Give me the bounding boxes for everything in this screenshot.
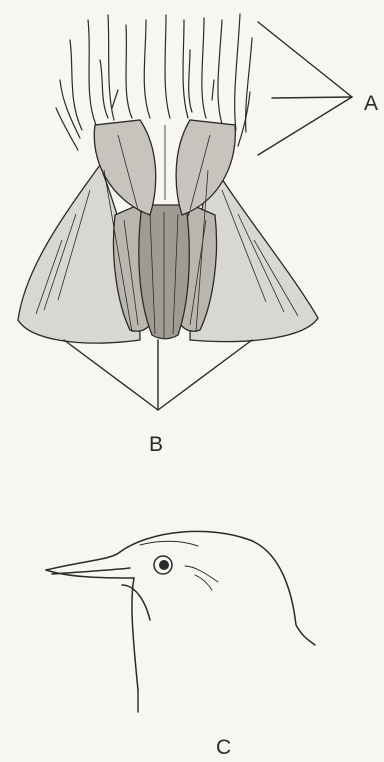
tail-feather-fan [18, 120, 318, 343]
pointer-lines-b [64, 340, 252, 410]
pointer-lines-a [258, 22, 352, 155]
bird-head [46, 531, 315, 690]
